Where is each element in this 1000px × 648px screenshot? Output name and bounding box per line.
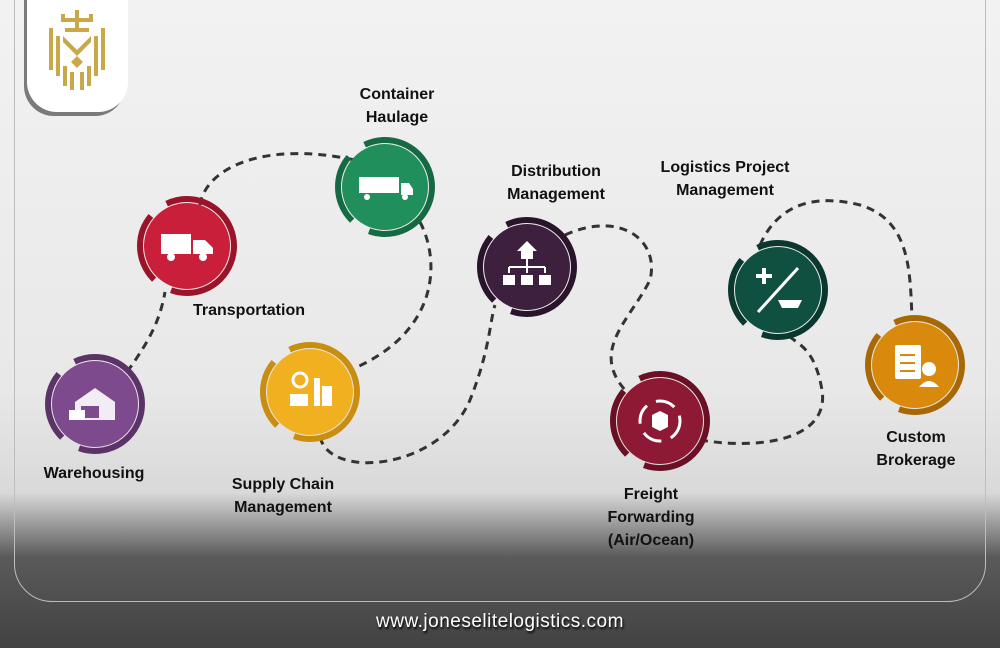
service-node-logistics-project-management	[610, 371, 710, 471]
container-truck-icon	[359, 177, 413, 200]
website-url[interactable]: www.joneselitelogistics.com	[376, 611, 624, 632]
service-node-container-haulage	[335, 137, 435, 237]
label-line: (Air/Ocean)	[607, 532, 695, 549]
boxes-cycle-icon	[638, 399, 682, 443]
label-line: Management	[507, 186, 605, 203]
label-line: Brokerage	[876, 452, 956, 469]
node-disk	[267, 349, 353, 435]
service-node-warehousing	[45, 354, 145, 454]
node-ring	[260, 342, 360, 442]
label-line: Supply Chain	[231, 476, 335, 493]
label-line: Container	[359, 86, 435, 103]
node-ring	[728, 240, 828, 340]
truck-icon	[161, 234, 213, 261]
plane-ship-icon	[756, 266, 802, 314]
label-line: Logistics Project	[660, 159, 790, 176]
distribution-icon	[503, 241, 551, 285]
label-line: Management	[234, 499, 332, 516]
node-ring	[477, 217, 577, 317]
service-node-freight-forwarding-air-ocean	[728, 240, 828, 340]
service-node-transportation	[137, 196, 237, 296]
logo	[27, 0, 128, 112]
node-ring	[137, 196, 237, 296]
service-node-custom-brokerage	[865, 315, 965, 415]
label-line: Transportation	[192, 302, 306, 319]
service-label-transportation: Transportation	[193, 299, 305, 322]
dashed-connector-path	[125, 152, 914, 465]
node-ring	[335, 137, 435, 237]
label-line: Forwarding	[607, 509, 695, 526]
label-line: Warehousing	[43, 465, 145, 482]
label-line: Freight	[623, 486, 679, 503]
service-node-distribution-management	[477, 217, 577, 317]
service-node-supply-chain-management	[260, 342, 360, 442]
supply-chain-icon	[290, 371, 332, 406]
content-frame	[14, 0, 986, 602]
node-ring	[45, 354, 145, 454]
customs-officer-icon	[895, 345, 939, 387]
label-line: Haulage	[365, 109, 429, 126]
node-ring	[865, 315, 965, 415]
node-ring	[610, 371, 710, 471]
label-line: Distribution	[511, 163, 601, 180]
warehouse-icon	[69, 388, 115, 420]
label-line: Custom	[886, 429, 946, 446]
service-label-warehousing: Warehousing	[44, 462, 145, 485]
crest-logo-icon	[49, 10, 105, 90]
label-line: Management	[676, 182, 774, 199]
